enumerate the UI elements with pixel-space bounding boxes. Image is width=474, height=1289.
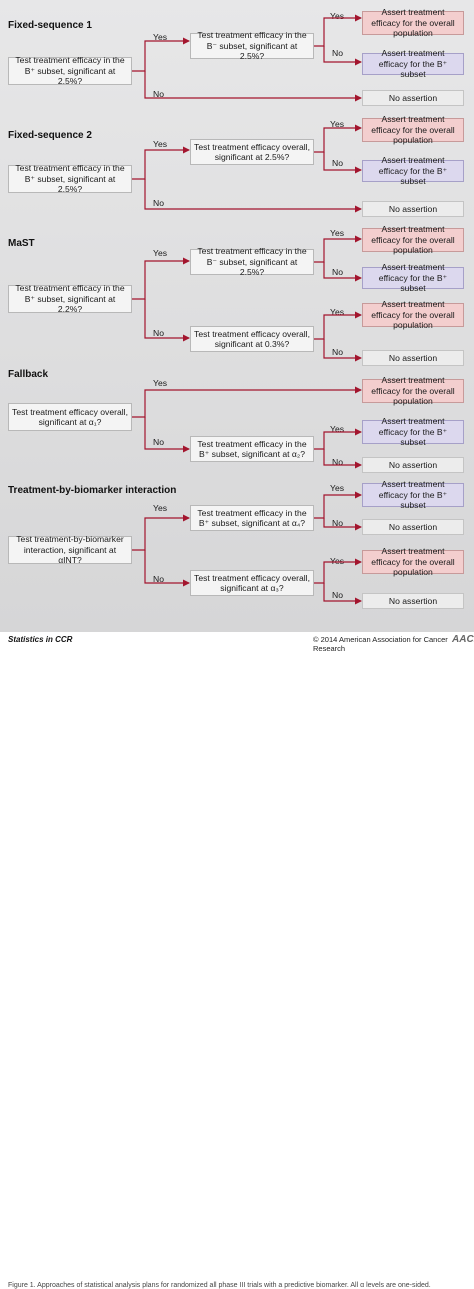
fb-no-question: Test treatment efficacy in the B⁺ subset… <box>190 436 314 462</box>
fs2-result-overall: Assert treatment efficacy for the overal… <box>362 114 464 145</box>
mast-lower-no-arrow <box>323 339 362 362</box>
fs2-no-label: No <box>153 198 164 208</box>
fs2-second-yes-arrow <box>314 124 362 153</box>
figure-caption: Figure 1. Approaches of statistical anal… <box>8 1282 431 1289</box>
int-upper-no-arrow <box>323 518 362 531</box>
int-no-question: Test treatment efficacy overall, signifi… <box>190 570 314 596</box>
int-result-none-1: No assertion <box>362 519 464 535</box>
fb-second-yes-arrow <box>314 428 362 450</box>
footer-bar: Statistics in CCR © 2014 American Associ… <box>0 632 474 1289</box>
fs2-yes-label: Yes <box>153 139 168 149</box>
int-result-none-2: No assertion <box>362 593 464 609</box>
mast-root-no-arrow <box>144 299 190 342</box>
fs1-second-yes-label: Yes <box>330 11 345 21</box>
int-root-question: Test treatment-by-biomarker interaction,… <box>8 534 132 565</box>
fb-yes-label: Yes <box>153 378 168 388</box>
fb-result-none: No assertion <box>362 457 464 473</box>
footer-copyright: © 2014 American Association for Cancer R… <box>313 635 448 653</box>
fs2-result-bplus: Assert treatment efficacy for the B⁺ sub… <box>362 155 464 186</box>
fb-second-no-label: No <box>332 457 343 467</box>
fs2-root-no-arrow <box>144 179 362 213</box>
section-title-mast: MaST <box>8 238 35 249</box>
mast-lower-yes-arrow <box>314 311 362 340</box>
mast-result-none: No assertion <box>362 350 464 366</box>
int-lower-no-arrow <box>323 583 362 605</box>
fs1-root-yes-arrow <box>132 37 190 72</box>
fs1-second-no-label: No <box>332 48 343 58</box>
fs1-result-none: No assertion <box>362 90 464 106</box>
fb-result-bplus: Assert treatment efficacy for the B⁺ sub… <box>362 416 464 447</box>
fs2-root-question: Test treatment efficacy in the B⁺ subset… <box>8 163 132 194</box>
mast-root-yes-arrow <box>132 257 190 300</box>
fs1-no-label: No <box>153 89 164 99</box>
fb-root-no-arrow <box>144 417 190 453</box>
mast-result-overall-1: Assert treatment efficacy for the overal… <box>362 224 464 255</box>
int-upper-no-label: No <box>332 518 343 528</box>
fs1-second-yes-arrow <box>314 14 362 47</box>
int-result-bplus: Assert treatment efficacy for the B⁺ sub… <box>362 479 464 510</box>
fs2-second-yes-label: Yes <box>330 119 345 129</box>
fb-second-no-arrow <box>323 449 362 469</box>
fs1-second-no-arrow <box>323 46 362 66</box>
mast-upper-no-arrow <box>323 262 362 282</box>
mast-result-overall-2: Assert treatment efficacy for the overal… <box>362 299 464 330</box>
mast-upper-yes-arrow <box>314 235 362 263</box>
int-yes-label: Yes <box>153 503 168 513</box>
mast-root-question: Test treatment efficacy in the B⁺ subset… <box>8 283 132 314</box>
int-root-yes-arrow <box>132 514 190 551</box>
connector-arrows <box>132 14 362 605</box>
int-upper-yes-label: Yes <box>330 483 345 493</box>
int-yes-question: Test treatment efficacy in the B⁺ subset… <box>190 505 314 531</box>
fs1-yes-label: Yes <box>153 32 168 42</box>
fs2-result-none: No assertion <box>362 201 464 217</box>
section-title-fixed-sequence-1: Fixed-sequence 1 <box>8 20 92 31</box>
section-title-interaction: Treatment-by-biomarker interaction <box>8 485 177 496</box>
mast-upper-yes-label: Yes <box>330 228 345 238</box>
fs1-root-question: Test treatment efficacy in the B⁺ subset… <box>8 55 132 86</box>
mast-no-label: No <box>153 328 164 338</box>
mast-yes-label: Yes <box>153 248 168 258</box>
mast-lower-no-label: No <box>332 347 343 357</box>
fb-root-yes-arrow <box>132 386 362 418</box>
fs1-second-question: Test treatment efficacy in the B⁻ subset… <box>190 30 314 61</box>
fb-root-question: Test treatment efficacy overall, signifi… <box>8 403 132 431</box>
fb-result-overall: Assert treatment efficacy for the overal… <box>362 375 464 406</box>
fs2-second-no-label: No <box>332 158 343 168</box>
diagram-panel: Fixed-sequence 1 Test treatment efficacy… <box>0 0 474 632</box>
aacr-logo: AACR <box>452 634 474 645</box>
mast-result-bplus: Assert treatment efficacy for the B⁺ sub… <box>362 262 464 293</box>
mast-upper-no-label: No <box>332 267 343 277</box>
footer-journal-label: Statistics in CCR <box>8 635 73 644</box>
int-lower-yes-arrow <box>314 558 362 584</box>
fs1-result-bplus: Assert treatment efficacy for the B⁺ sub… <box>362 48 464 79</box>
int-result-overall: Assert treatment efficacy for the overal… <box>362 546 464 577</box>
mast-lower-yes-label: Yes <box>330 307 345 317</box>
section-title-fallback: Fallback <box>8 369 49 380</box>
fb-no-label: No <box>153 437 164 447</box>
int-no-label: No <box>153 574 164 584</box>
fb-second-yes-label: Yes <box>330 424 345 434</box>
fs1-result-overall: Assert treatment efficacy for the overal… <box>362 7 464 38</box>
fs2-second-no-arrow <box>323 152 362 174</box>
int-lower-no-label: No <box>332 590 343 600</box>
int-lower-yes-label: Yes <box>330 556 345 566</box>
mast-yes-question: Test treatment efficacy in the B⁻ subset… <box>190 246 314 277</box>
mast-no-question: Test treatment efficacy overall, signifi… <box>190 326 314 352</box>
fs1-root-no-arrow <box>144 71 362 102</box>
int-upper-yes-arrow <box>314 491 362 519</box>
int-root-no-arrow <box>144 550 190 587</box>
fs2-root-yes-arrow <box>132 146 190 180</box>
fs2-second-question: Test treatment efficacy overall, signifi… <box>190 139 314 165</box>
section-title-fixed-sequence-2: Fixed-sequence 2 <box>8 130 92 141</box>
